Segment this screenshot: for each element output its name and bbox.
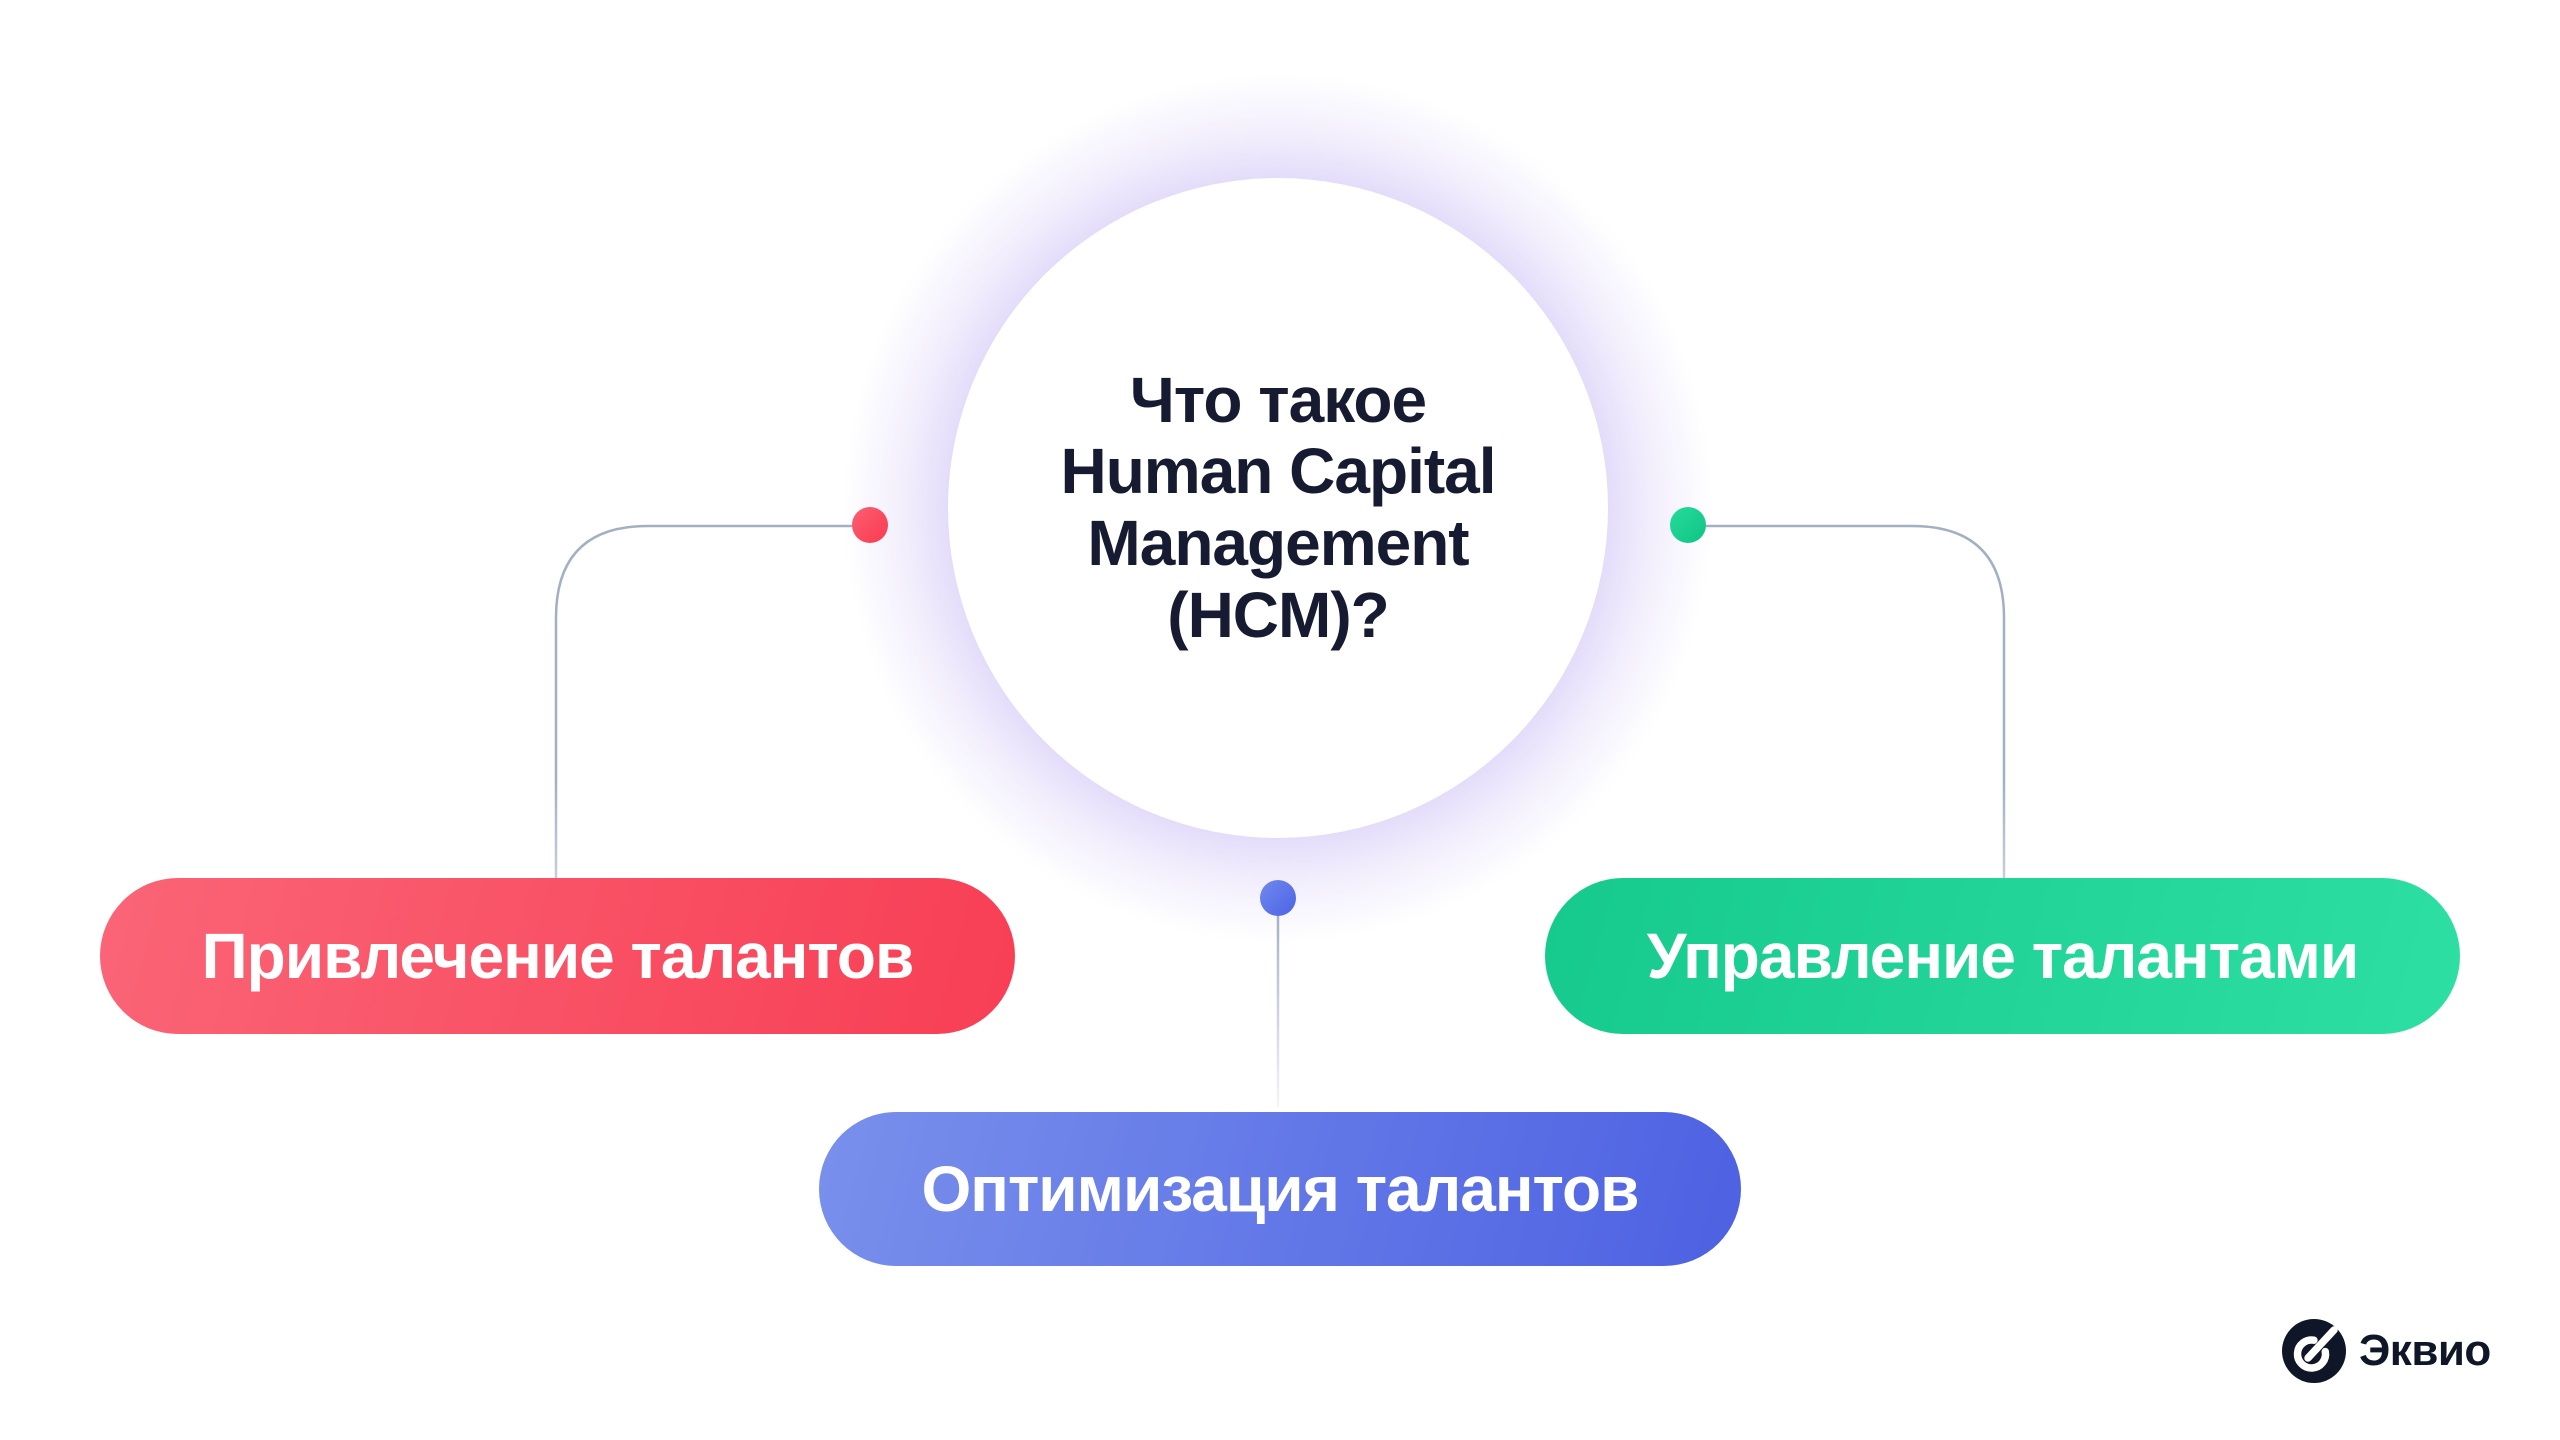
equeo-logo-icon [2282, 1319, 2346, 1383]
central-question-title: Что такое Human Capital Management (HCM)… [1060, 363, 1496, 652]
green-connector-dot [1670, 507, 1706, 543]
node-talent-optimization-label: Оптимизация талантов [921, 1153, 1640, 1225]
node-talent-attraction-label: Привлечение талантов [201, 920, 915, 992]
node-talent-management: Управление талантами [1545, 878, 2460, 1034]
title-line-1: Что такое [1129, 363, 1427, 436]
node-talent-optimization: Оптимизация талантов [819, 1112, 1741, 1266]
central-question-circle: Что такое Human Capital Management (HCM)… [948, 178, 1608, 838]
red-connector-dot [852, 507, 888, 543]
equeo-logo: Эквио [2282, 1319, 2491, 1383]
node-talent-attraction: Привлечение талантов [100, 878, 1015, 1034]
title-line-3: Management [1087, 507, 1469, 579]
blue-connector-dot [1260, 880, 1296, 916]
title-line-4: (HCM)? [1167, 578, 1389, 651]
node-talent-management-label: Управление талантами [1646, 920, 2359, 992]
title-line-2: Human Capital [1060, 435, 1496, 508]
equeo-logo-text: Эквио [2359, 1326, 2491, 1375]
